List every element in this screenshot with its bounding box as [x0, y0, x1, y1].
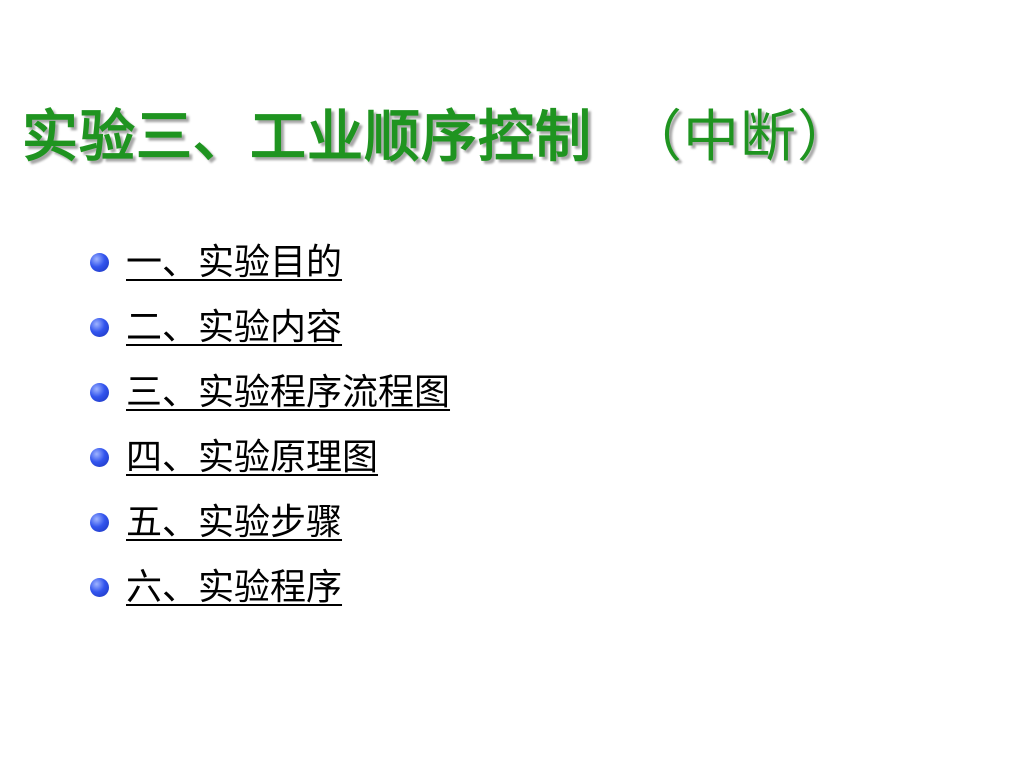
toc-link-steps[interactable]: 五、实验步骤	[126, 501, 343, 543]
toc-link-purpose[interactable]: 一、实验目的	[126, 241, 343, 283]
toc-item-schematic: 四、实验原理图	[90, 425, 450, 490]
toc-item-content: 二、实验内容	[90, 295, 450, 360]
bullet-dot-icon	[90, 383, 109, 402]
bullet-dot-icon	[90, 448, 109, 467]
toc-item-purpose: 一、实验目的	[90, 230, 450, 295]
bullet-dot-icon	[90, 578, 109, 597]
bullet-dot-icon	[90, 318, 109, 337]
slide-title: 实验三、工业顺序控制 （中断）	[22, 98, 854, 178]
toc-link-flowchart[interactable]: 三、实验程序流程图	[126, 371, 451, 413]
toc-link-program[interactable]: 六、实验程序	[126, 566, 343, 608]
bullet-dot-icon	[90, 513, 109, 532]
toc-item-steps: 五、实验步骤	[90, 490, 450, 555]
toc-link-schematic[interactable]: 四、实验原理图	[126, 436, 379, 478]
toc-link-content[interactable]: 二、实验内容	[126, 306, 343, 348]
slide-title-main: 实验三、工业顺序控制	[22, 105, 592, 170]
table-of-contents: 一、实验目的 二、实验内容 三、实验程序流程图 四、实验原理图 五、实验步骤 六…	[90, 230, 450, 620]
slide-title-suffix: （中断）	[626, 105, 854, 170]
bullet-dot-icon	[90, 253, 109, 272]
toc-item-flowchart: 三、实验程序流程图	[90, 360, 450, 425]
toc-item-program: 六、实验程序	[90, 555, 450, 620]
